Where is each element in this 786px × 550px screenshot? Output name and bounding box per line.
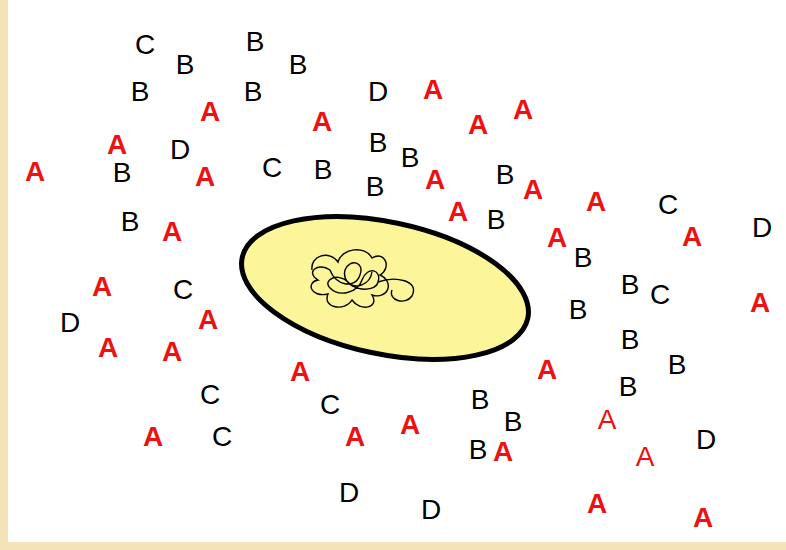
letter-label: A — [423, 76, 443, 104]
letter-label: C — [135, 31, 155, 59]
letter-label: D — [170, 136, 190, 164]
letter-label: B — [131, 78, 150, 106]
letter-label: B — [401, 144, 420, 172]
letter-label: B — [621, 271, 640, 299]
letter-label: A — [400, 411, 420, 439]
letter-label: A — [547, 224, 567, 252]
yellow-ellipse — [228, 193, 541, 383]
letter-label: A — [98, 334, 118, 362]
letter-label: A — [693, 504, 713, 532]
letter-label: C — [650, 281, 670, 309]
letter-label: A — [586, 188, 606, 216]
letter-label: D — [368, 78, 388, 106]
letter-label: A — [448, 198, 468, 226]
letter-label: A — [195, 163, 215, 191]
letter-label: B — [471, 386, 490, 414]
letter-label: A — [636, 443, 655, 471]
letter-label: B — [289, 51, 308, 79]
letter-label: A — [750, 289, 770, 317]
letter-label: C — [320, 391, 340, 419]
panel — [8, 0, 786, 542]
letter-label: A — [143, 423, 163, 451]
letter-label: A — [345, 423, 365, 451]
letter-label: C — [658, 191, 678, 219]
letter-label: A — [598, 406, 617, 434]
letter-label: D — [339, 479, 359, 507]
letter-label: A — [513, 96, 533, 124]
letter-label: B — [569, 296, 588, 324]
letter-label: A — [523, 176, 543, 204]
letter-label: A — [25, 158, 45, 186]
letter-label: A — [537, 356, 557, 384]
letter-label: B — [619, 373, 638, 401]
letter-label: A — [200, 98, 220, 126]
letter-label: B — [121, 208, 140, 236]
letter-label: A — [468, 111, 488, 139]
letter-label: A — [312, 108, 332, 136]
letter-label: B — [469, 436, 488, 464]
letter-label: B — [244, 78, 263, 106]
letter-label: A — [290, 358, 310, 386]
letter-label: B — [246, 28, 265, 56]
letter-label: A — [162, 218, 182, 246]
letter-label: B — [113, 159, 132, 187]
letter-label: D — [60, 309, 80, 337]
letter-label: B — [574, 244, 593, 272]
letter-label: B — [668, 351, 687, 379]
letter-label: B — [176, 51, 195, 79]
letter-label: B — [369, 129, 388, 157]
letter-label: C — [212, 423, 232, 451]
letter-label: A — [682, 223, 702, 251]
letter-label: A — [587, 490, 607, 518]
letter-label: A — [493, 438, 513, 466]
letter-label: B — [487, 206, 506, 234]
letter-label: A — [425, 166, 445, 194]
letter-label: C — [262, 154, 282, 182]
letter-label: A — [107, 131, 127, 159]
letter-label: A — [92, 273, 112, 301]
letter-label: D — [752, 214, 772, 242]
letter-label: B — [314, 156, 333, 184]
letter-label: C — [200, 381, 220, 409]
letter-label: B — [504, 408, 523, 436]
letter-label: C — [173, 276, 193, 304]
letter-label: B — [621, 326, 640, 354]
letter-label: D — [696, 426, 716, 454]
letter-label: A — [198, 306, 218, 334]
letter-label: B — [366, 173, 385, 201]
scribble — [311, 250, 413, 307]
letter-label: A — [162, 338, 182, 366]
letter-label: D — [421, 496, 441, 524]
letter-label: B — [496, 161, 515, 189]
